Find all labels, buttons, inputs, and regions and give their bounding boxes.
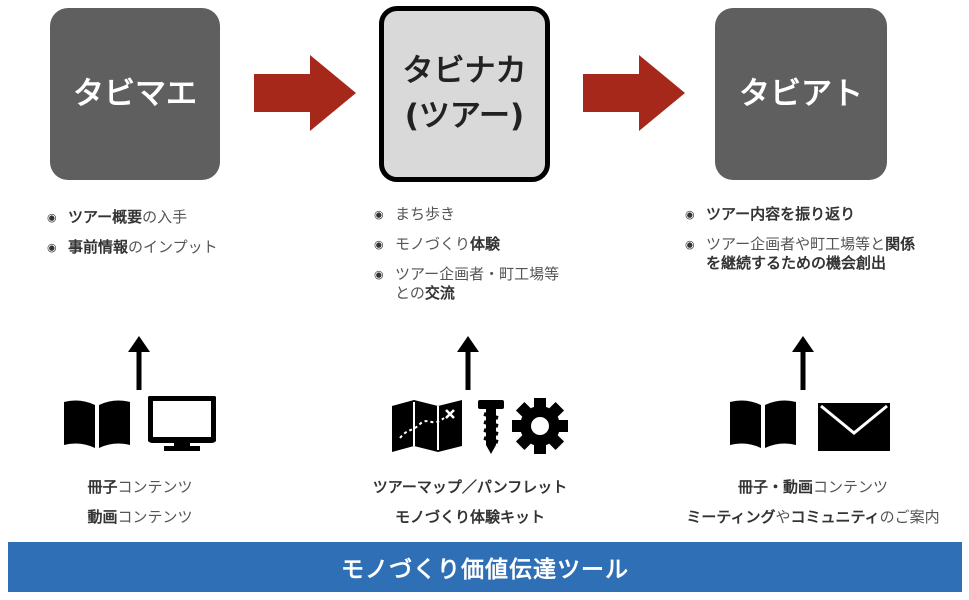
stage-during-title: タビナカ [402, 53, 527, 90]
map-icon [392, 400, 462, 452]
monitor-icon [148, 396, 216, 451]
during-tools-caption: ツアーマップ／パンフレット モノづくり体験キット [372, 478, 568, 526]
stage-after-title: タビアト [739, 75, 863, 112]
bullet-mark-icon: ◉ [47, 211, 57, 224]
stage-before-title: タビマエ [73, 75, 197, 112]
gear-icon [512, 398, 568, 454]
stage-during-box: タビナカ (ツアー) [379, 6, 550, 182]
bullet-mark-icon: ◉ [47, 241, 57, 254]
list-item: ◉ ツアー企画者や町工場等と関係を継続するための機会創出 [685, 235, 916, 272]
book-icon [64, 400, 130, 448]
flow-arrow-1 [254, 55, 356, 131]
bullet-mark-icon: ◉ [374, 208, 384, 221]
during-bullet-list: ◉ まち歩き ◉ モノづくり体験 ◉ ツアー企画者・町工場等との交流 [374, 205, 614, 313]
bullet-mark-icon: ◉ [374, 238, 384, 251]
stage-after-box: タビアト [715, 8, 887, 180]
up-arrow-before [128, 336, 150, 390]
before-tools-caption: 冊子コンテンツ 動画コンテンツ [87, 478, 193, 526]
value-tools-banner: モノづくり価値伝達ツール [8, 542, 962, 592]
envelope-icon [818, 403, 890, 451]
list-item: ◉ ツアー企画者・町工場等との交流 [374, 265, 560, 302]
list-item: ◉ 事前情報のインプット [47, 238, 218, 256]
before-bullet-list: ◉ ツアー概要の入手 ◉ 事前情報のインプット [47, 208, 287, 268]
up-arrow-after [792, 336, 814, 390]
bullet-mark-icon: ◉ [374, 268, 384, 281]
book-icon [730, 400, 796, 448]
flow-arrow-2 [583, 55, 685, 131]
banner-label: モノづくり価値伝達ツール [341, 557, 629, 583]
bullet-mark-icon: ◉ [685, 238, 695, 251]
after-bullet-list: ◉ ツアー内容を振り返り ◉ ツアー企画者や町工場等と関係を継続するための機会創… [685, 205, 965, 283]
after-tools-caption: 冊子・動画コンテンツ ミーティングやコミュニティのご案内 [686, 478, 940, 526]
list-item: ◉ ツアー内容を振り返り [685, 205, 856, 223]
up-arrow-during [457, 336, 479, 390]
list-item: ◉ ツアー概要の入手 [47, 208, 188, 226]
stage-during-subtitle: (ツアー) [404, 98, 525, 134]
bullet-mark-icon: ◉ [685, 208, 695, 221]
list-item: ◉ モノづくり体験 [374, 235, 501, 253]
stage-before-box: タビマエ [50, 8, 220, 180]
list-item: ◉ まち歩き [374, 205, 456, 223]
screw-icon [478, 400, 504, 454]
